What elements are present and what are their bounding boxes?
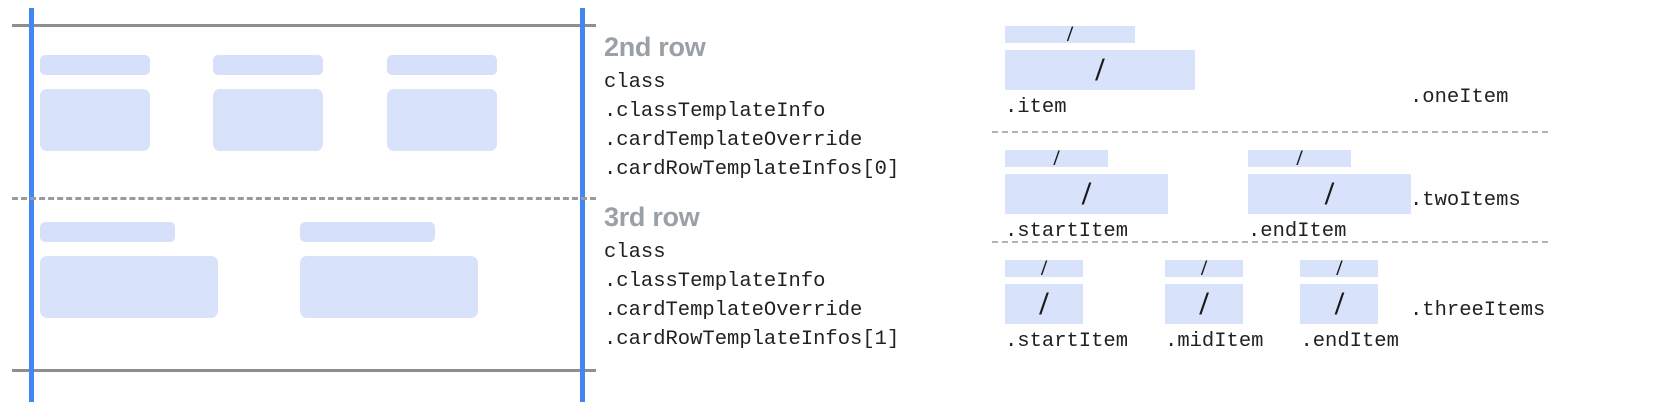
card-row-divider — [12, 197, 596, 200]
item-group: / / .item — [1005, 26, 1195, 121]
item-group-list: / / .startItem / / .endItem — [1005, 150, 1411, 245]
card-cell — [40, 55, 213, 151]
item-caption: .endItem — [1300, 330, 1399, 353]
item-body-placeholder: / — [1300, 284, 1379, 324]
item-section-separator — [992, 241, 1548, 243]
item-group: / / .endItem — [1300, 260, 1399, 355]
slash-glyph-icon: / — [1066, 26, 1074, 43]
card-right-guide-line — [580, 8, 585, 402]
card-cell-title-placeholder — [40, 55, 150, 75]
item-group: / / .startItem — [1005, 150, 1168, 245]
slash-glyph-icon: / — [1200, 260, 1208, 277]
item-group: / / .midItem — [1165, 260, 1263, 355]
annotation-code-line: .classTemplateInfo — [604, 270, 826, 293]
item-section-one-item: / / .item .oneItem — [985, 26, 1676, 130]
item-section-label: .threeItems — [1410, 299, 1546, 322]
item-section-three-items: / / .startItem / / .midItem — [985, 248, 1676, 360]
card-cell-title-placeholder — [300, 222, 435, 242]
card-bottom-rule — [12, 369, 596, 372]
card-cell-title-placeholder — [213, 55, 324, 75]
item-title-placeholder: / — [1005, 150, 1108, 167]
slash-glyph-icon: / — [1324, 176, 1335, 212]
slash-glyph-icon: / — [1053, 150, 1060, 167]
item-caption: .midItem — [1165, 330, 1264, 353]
card-cell-body-placeholder — [386, 89, 497, 151]
item-body-placeholder: / — [1165, 284, 1244, 324]
annotation-title: 3rd row — [604, 202, 700, 232]
annotation-column: 2nd row class .classTemplateInfo .cardTe… — [604, 0, 979, 412]
card-cell-title-placeholder — [386, 55, 497, 75]
card-cell — [40, 222, 300, 318]
item-caption: .startItem — [1005, 330, 1129, 353]
card-cell-body-placeholder — [40, 89, 150, 151]
card-cell-body-placeholder — [300, 256, 478, 318]
card-left-guide-line — [29, 8, 34, 402]
slash-glyph-icon: / — [1296, 150, 1303, 167]
annotation-code-line: .cardRowTemplateInfos[0] — [604, 158, 900, 181]
annotation-code-line: class — [604, 241, 666, 264]
item-section-label: .oneItem — [1410, 86, 1509, 109]
annotation-code-line: .cardTemplateOverride — [604, 129, 863, 152]
annotation-title: 2nd row — [604, 32, 706, 62]
annotation-code-line: class — [604, 71, 666, 94]
card-cell-title-placeholder — [40, 222, 175, 242]
item-body-placeholder: / — [1005, 174, 1168, 214]
item-caption: .startItem — [1005, 220, 1129, 243]
item-group-list: / / .startItem / / .midItem — [1005, 260, 1399, 355]
slash-glyph-icon: / — [1081, 176, 1092, 212]
item-group-list: / / .item — [1005, 26, 1195, 121]
card-top-rule — [12, 24, 596, 27]
annotation-block-2nd-row: 2nd row class .classTemplateInfo .cardTe… — [604, 30, 899, 184]
item-title-placeholder: / — [1300, 260, 1379, 277]
card-cell — [213, 55, 386, 151]
item-body-placeholder: / — [1005, 50, 1195, 90]
slash-glyph-icon: / — [1336, 260, 1343, 277]
card-row-3rd — [40, 222, 560, 318]
item-layout-panel: / / .item .oneItem / / — [985, 0, 1676, 412]
card-cell — [300, 222, 560, 318]
item-title-placeholder: / — [1005, 260, 1083, 277]
item-section-separator — [992, 131, 1548, 133]
annotation-block-3rd-row: 3rd row class .classTemplateInfo .cardTe… — [604, 200, 899, 354]
slash-glyph-icon: / — [1095, 52, 1105, 88]
annotation-code-line: .cardRowTemplateInfos[1] — [604, 328, 900, 351]
slash-glyph-icon: / — [1334, 286, 1345, 322]
slash-glyph-icon: / — [1199, 286, 1209, 322]
item-title-placeholder: / — [1248, 150, 1351, 167]
item-group: / / .endItem — [1248, 150, 1411, 245]
item-title-placeholder: / — [1005, 26, 1135, 43]
card-preview-panel — [0, 0, 600, 412]
item-title-placeholder: / — [1165, 260, 1244, 277]
card-row-2nd — [40, 55, 560, 151]
item-group: / / .startItem — [1005, 260, 1128, 355]
slash-glyph-icon: / — [1040, 260, 1048, 277]
annotation-code-line: .classTemplateInfo — [604, 100, 826, 123]
item-caption: .item — [1005, 96, 1067, 119]
slash-glyph-icon: / — [1039, 286, 1049, 322]
card-cell — [386, 55, 560, 151]
card-cell-body-placeholder — [40, 256, 218, 318]
item-body-placeholder: / — [1005, 284, 1083, 324]
item-section-label: .twoItems — [1410, 189, 1521, 212]
card-cell-body-placeholder — [213, 89, 324, 151]
item-caption: .endItem — [1248, 220, 1347, 243]
item-section-two-items: / / .startItem / / .endItem — [985, 138, 1676, 245]
annotation-code-line: .cardTemplateOverride — [604, 299, 863, 322]
item-body-placeholder: / — [1248, 174, 1411, 214]
